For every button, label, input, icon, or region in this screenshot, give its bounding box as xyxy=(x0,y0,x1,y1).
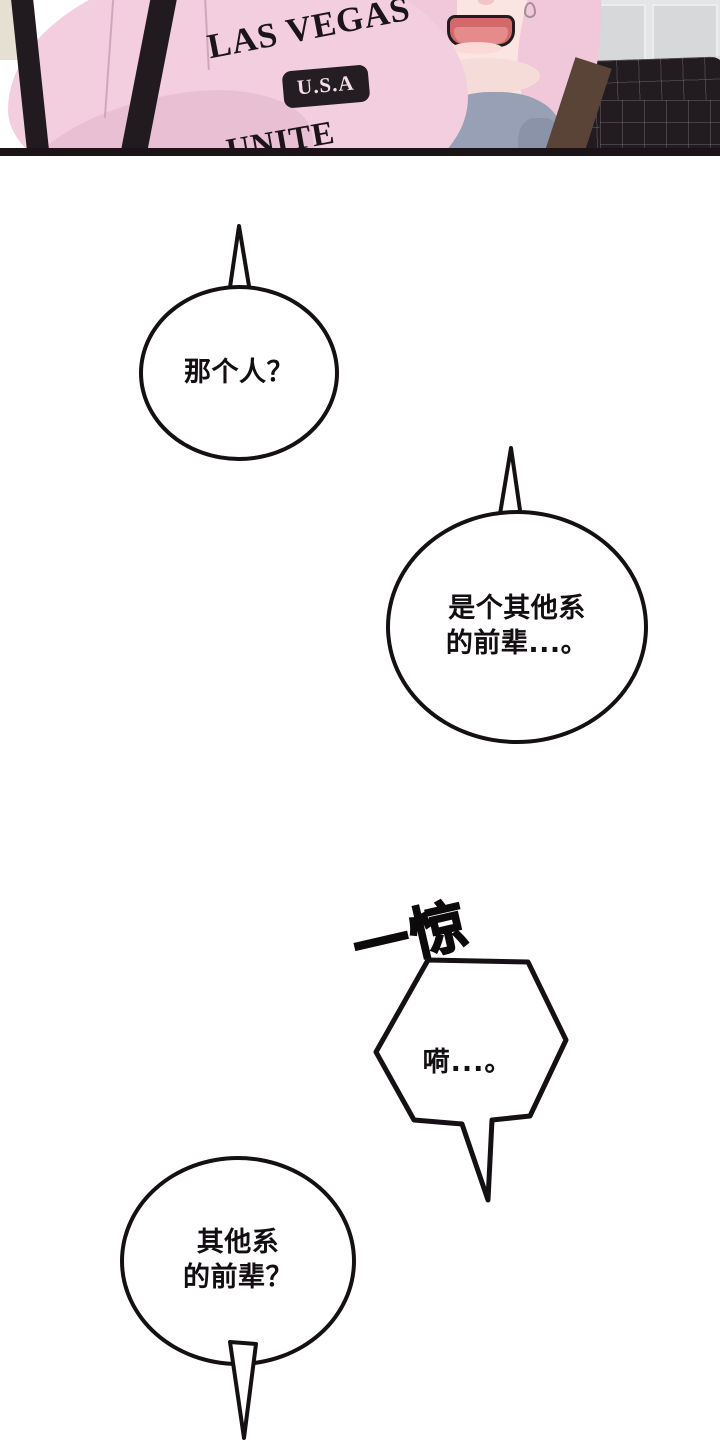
speech-bubble-2[interactable]: 是个其他系 的前辈...。 xyxy=(386,510,648,744)
speech-bubble-4[interactable]: 其他系 的前辈？ xyxy=(120,1156,356,1366)
bubble-4-tail xyxy=(228,1340,258,1440)
speech-bubble-2-text: 是个其他系 的前辈...。 xyxy=(445,593,589,659)
lip-highlight xyxy=(452,42,502,54)
panel-artwork: LAS VEGAS U.S.A UNITE xyxy=(0,0,720,156)
sweat-drop-icon xyxy=(524,2,536,18)
speech-bubble-3-text: 嗬...。 xyxy=(422,1047,513,1078)
speech-bubble-1-text: 那个人？ xyxy=(184,356,294,388)
mouth-inner xyxy=(454,27,508,44)
tshirt-print-usa-badge: U.S.A xyxy=(281,64,370,109)
bubble-3-hexagon-shape xyxy=(373,957,569,1203)
character-nose xyxy=(478,0,494,5)
panel-bottom-border xyxy=(0,148,720,156)
speech-bubble-1[interactable]: 那个人？ xyxy=(139,285,339,461)
tshirt-print-usa-text: U.S.A xyxy=(295,70,356,100)
top-comic-panel: LAS VEGAS U.S.A UNITE xyxy=(0,0,720,156)
speech-bubble-3[interactable]: 嗬...。 xyxy=(370,948,585,1208)
character-jacket-right xyxy=(600,100,720,156)
speech-bubble-4-text: 其他系 的前辈？ xyxy=(183,1227,293,1293)
jacket-plaid-pattern-right xyxy=(600,100,720,156)
